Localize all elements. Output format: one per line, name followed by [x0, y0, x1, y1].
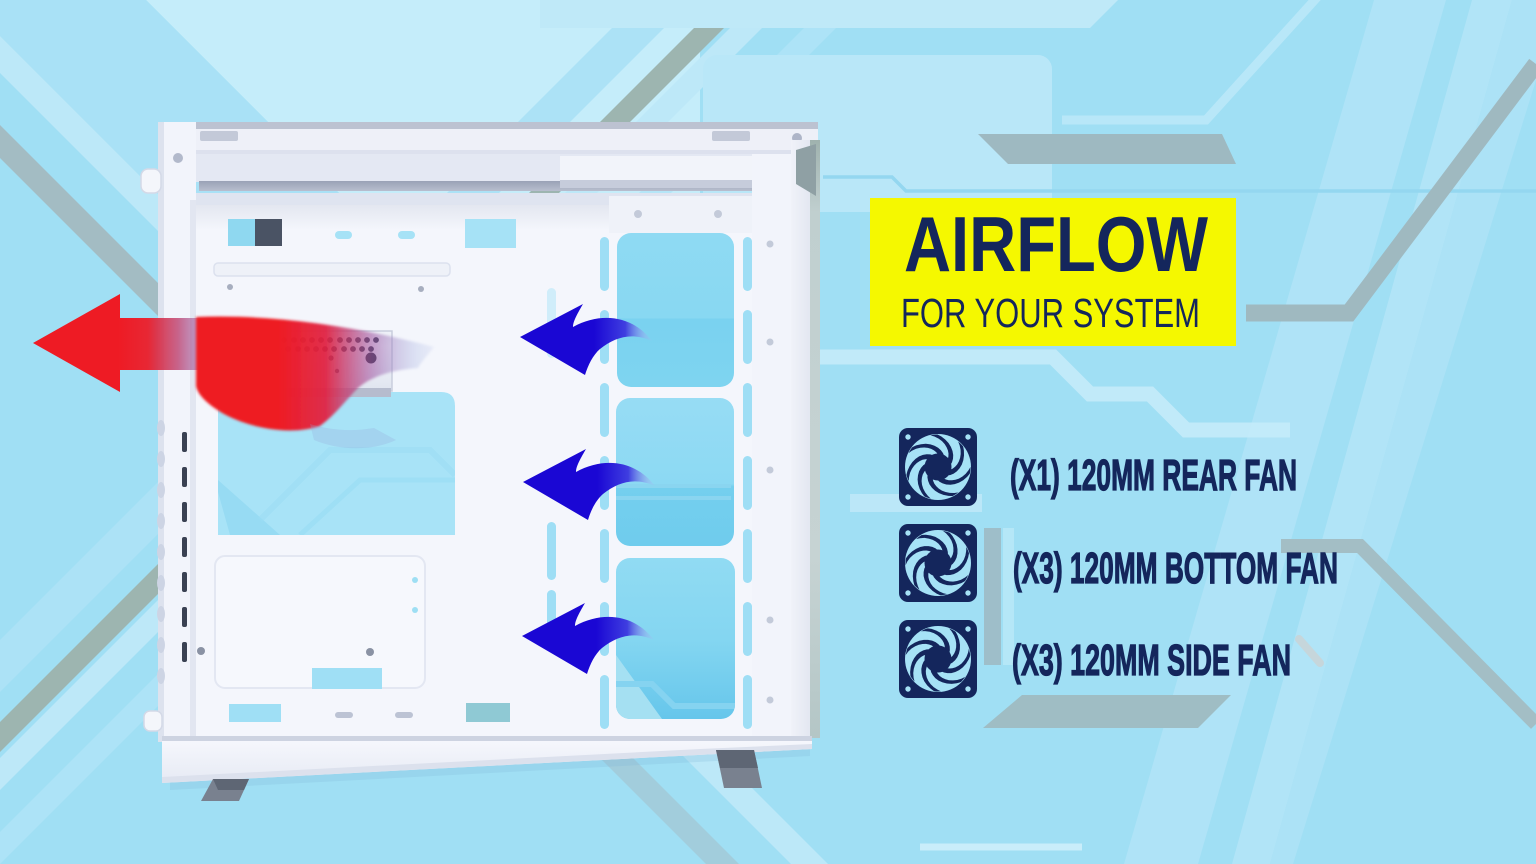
svg-text:(X3) 120MM SIDE FAN: (X3) 120MM SIDE FAN [1012, 636, 1291, 685]
svg-text:(X3) 120MM BOTTOM FAN: (X3) 120MM BOTTOM FAN [1013, 544, 1338, 593]
svg-text:FOR YOUR SYSTEM: FOR YOUR SYSTEM [901, 290, 1200, 336]
svg-text:(X1) 120MM REAR FAN: (X1) 120MM REAR FAN [1010, 451, 1297, 500]
svg-text:AIRFLOW: AIRFLOW [904, 200, 1208, 288]
